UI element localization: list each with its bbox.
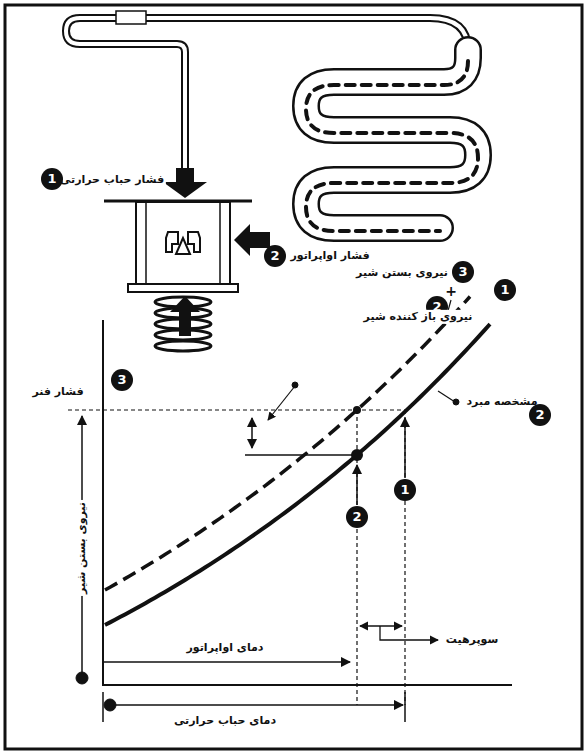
callout-number: 1	[41, 168, 63, 190]
text-label: نیروی بستن شیر	[75, 500, 89, 596]
curves	[105, 297, 490, 625]
callout-number: 2	[346, 506, 368, 528]
text-label: دمای حباب حرارتی	[172, 714, 278, 728]
chart-axes	[68, 300, 512, 722]
text-label: فشار فنر	[30, 385, 85, 399]
callout-number: 1	[394, 479, 416, 501]
expansion-valve	[104, 168, 270, 351]
text-label: سوپرهیت	[444, 633, 500, 647]
callout-number: 3	[111, 369, 133, 391]
operating-point	[351, 449, 363, 461]
callout-number: 2	[264, 245, 286, 267]
frame	[5, 5, 582, 749]
text-label: مشخصه مبرد	[464, 395, 539, 409]
callout-number: 2	[529, 404, 551, 426]
sensing-bulb	[116, 11, 146, 24]
text-label: فشار اواپراتور	[288, 249, 371, 263]
text-label: نیروی باز کننده شیر	[362, 310, 475, 324]
plus-sign: +	[445, 282, 457, 300]
text-label: فشار حباب حرارتی	[58, 173, 166, 187]
closing-force-curve	[105, 297, 470, 590]
evaporator-coil	[306, 50, 478, 231]
text-label: نیروی بستن شیر	[354, 266, 450, 280]
callout-number: 3	[452, 261, 474, 283]
callout-number: 1	[494, 279, 516, 301]
refrigerant-curve	[105, 324, 490, 625]
text-label: دمای اواپراتور	[185, 641, 266, 655]
operating-point	[353, 406, 361, 414]
